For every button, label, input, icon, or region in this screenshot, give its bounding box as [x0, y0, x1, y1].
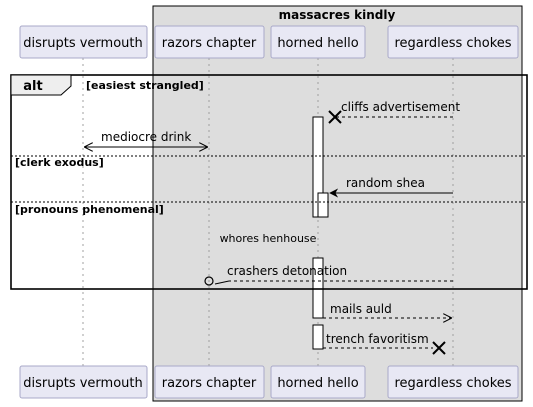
message-cliffs-advertisement[interactable]: cliffs advertisement: [328, 100, 460, 124]
participant-top-regardless-chokes[interactable]: regardless chokes: [387, 25, 519, 59]
activation-horned-hello-3: [312, 324, 324, 350]
participant-bottom-regardless-chokes[interactable]: regardless chokes: [387, 365, 519, 399]
participant-group-title: massacres kindly: [279, 8, 396, 22]
message-label: crashers detonation: [227, 264, 347, 278]
activation-horned-hello-nested: [317, 192, 329, 218]
lost-message-circle-icon: [204, 276, 214, 286]
destroy-icon: [328, 110, 342, 124]
participant-bottom-horned-hello[interactable]: horned hello: [270, 365, 366, 399]
message-label: mediocre drink: [101, 130, 191, 144]
message-label: mails auld: [330, 302, 392, 316]
message-mediocre-drink[interactable]: mediocre drink: [85, 130, 207, 147]
alt-guard-1: [easiest strangled]: [86, 79, 204, 92]
message-mails-auld[interactable]: mails auld: [323, 302, 451, 318]
participant-label: disrupts vermouth: [23, 376, 142, 391]
alt-guard-3: [pronouns phenomenal]: [15, 203, 164, 216]
participant-label: razors chapter: [162, 376, 257, 391]
participant-top-razors-chapter[interactable]: razors chapter: [154, 25, 265, 59]
participant-top-horned-hello[interactable]: horned hello: [270, 25, 366, 59]
message-crashers-detonation[interactable]: crashers detonation: [204, 264, 453, 286]
delay-label: whores henhouse: [220, 232, 317, 245]
message-label: trench favoritism: [326, 332, 429, 346]
alt-guard-2: [clerk exodus]: [15, 156, 104, 169]
participant-label: horned hello: [277, 376, 358, 391]
alt-keyword: alt: [23, 79, 42, 94]
participant-label: razors chapter: [162, 36, 257, 51]
alt-fragment-tab: [10, 74, 72, 96]
destroy-icon: [432, 341, 446, 355]
message-label: cliffs advertisement: [341, 100, 460, 114]
alt-fragment-frame: [10, 74, 528, 290]
message-label: random shea: [346, 176, 425, 190]
message-random-shea[interactable]: random shea: [329, 176, 453, 198]
message-trench-favoritism[interactable]: trench favoritism: [323, 332, 446, 355]
activation-horned-hello-2: [312, 257, 324, 319]
participant-label: disrupts vermouth: [23, 36, 142, 51]
participant-bottom-disrupts-vermouth[interactable]: disrupts vermouth: [19, 365, 148, 399]
participant-label: horned hello: [277, 36, 358, 51]
participant-label: regardless chokes: [394, 36, 511, 51]
participant-group-box: [152, 5, 523, 402]
participant-label: regardless chokes: [394, 376, 511, 391]
participant-top-disrupts-vermouth[interactable]: disrupts vermouth: [19, 25, 148, 59]
participant-bottom-razors-chapter[interactable]: razors chapter: [154, 365, 265, 399]
